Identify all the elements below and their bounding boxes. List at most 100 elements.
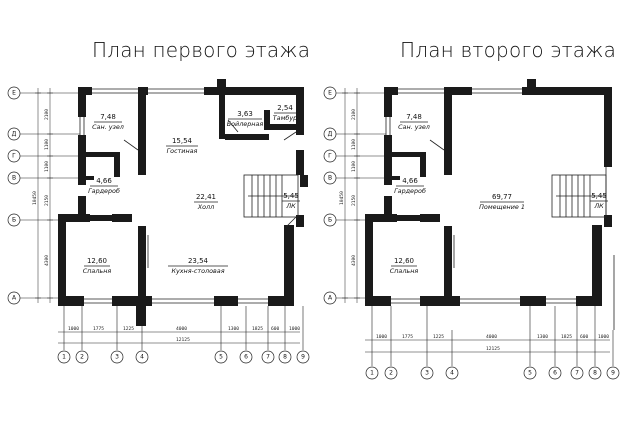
room-area: 12,60 [394,257,414,265]
room-area: 12,60 [87,257,107,265]
plan-title-second-floor: План второго этажа [400,38,617,62]
col-axis: 1 [370,370,374,377]
horizontal-dimension-chain: 1000 1775 1225 4000 1300 1825 600 1000 1… [365,306,614,366]
room-name: Сан. узел [92,123,124,131]
row-axis-g: Г [12,153,16,160]
horizontal-dimension-chain: 1000 1775 1225 4000 1300 1825 600 1000 1… [58,306,304,350]
first-floor-plan: 2100 1100 1100 2150 4300 10450 Е Д Г В Б… [7,79,310,364]
vertical-dimension-chain: 2100 1100 1100 2150 4300 10450 [32,88,53,303]
horizontal-dim: 1000 [598,334,609,340]
col-axis: 3 [425,370,429,377]
col-axis: 6 [244,354,248,361]
room-name: Гардероб [88,187,120,195]
first-floor-openings [79,88,299,304]
room-name: Бойлерная [227,120,264,128]
row-axis-d: Д [12,131,17,138]
room-area: 3,63 [237,110,253,118]
col-axis: 3 [115,354,119,361]
room-name: Гардероб [394,187,426,195]
col-axis: 4 [140,354,144,361]
second-floor-plan: 2100 1100 1100 2150 4300 10450 Е Д Г В Б… [323,79,620,380]
col-axis: 8 [283,354,287,361]
column-axis-bubbles: 1 2 3 4 5 6 7 8 9 [57,350,310,364]
col-axis: 6 [553,370,557,377]
vertical-dim-total: 10450 [32,191,38,205]
horizontal-dim: 1225 [123,326,134,332]
vertical-dim-2: 1100 [44,139,50,150]
room-name: Холл [197,203,214,211]
room-area: 69,77 [492,193,512,201]
col-axis: 9 [301,354,305,361]
room-name: Гостиная [167,147,198,155]
first-floor-room-labels: 7,48 Сан. узел 15,54 Гостиная 3,63 Бойле… [83,104,300,275]
room-name: Спальня [83,267,112,275]
horizontal-dim-total: 12125 [176,337,190,343]
horizontal-dim: 1775 [93,326,104,332]
horizontal-dim: 1825 [252,326,263,332]
room-name: ЛК [593,202,604,210]
row-axis-bubbles: Е Д Г В Б А [323,86,337,305]
horizontal-dim: 4000 [486,334,497,340]
room-name: Спальня [390,267,419,275]
row-axis-b: Б [328,217,332,224]
horizontal-dim: 1000 [376,334,387,340]
horizontal-dim: 4000 [176,326,187,332]
vertical-dimension-chain: 2100 1100 1100 2150 4300 10450 [339,88,360,303]
plan-title-first-floor: План первого этажа [92,38,311,62]
room-area: 22,41 [196,193,216,201]
row-axis-v: В [12,175,16,182]
row-axis-v: В [328,175,332,182]
horizontal-dim: 1225 [433,334,444,340]
second-floor-walls [365,79,612,306]
second-floor-room-labels: 7,48 Сан. узел 4,66 Гардероб 69,77 Помещ… [390,113,608,275]
room-name: Помещение 1 [479,203,525,211]
row-axis-bubbles: Е Д Г В Б А [7,86,21,305]
vertical-dim-5: 4300 [351,255,357,266]
horizontal-dim: 1775 [402,334,413,340]
room-name: Сан. узел [398,123,430,131]
second-floor-openings [385,88,615,330]
room-area: 5,45 [283,192,299,200]
vertical-dim-total: 10450 [339,191,345,205]
row-axis-e: Е [328,90,332,97]
horizontal-dim: 1300 [228,326,239,332]
vertical-dim-4: 2150 [351,195,357,206]
col-axis: 5 [528,370,532,377]
row-axis-a: А [328,295,333,302]
room-area: 5,45 [591,192,607,200]
vertical-dim-3: 1100 [351,161,357,172]
row-axis-g: Г [328,153,332,160]
vertical-dim-2: 1100 [351,139,357,150]
col-axis: 2 [80,354,84,361]
horizontal-dim: 1000 [289,326,300,332]
vertical-dim-4: 2150 [44,195,50,206]
room-area: 15,54 [172,137,193,145]
vertical-dim-3: 1100 [44,161,50,172]
horizontal-dim: 1825 [561,334,572,340]
horizontal-dim: 600 [580,334,589,340]
room-area: 7,48 [406,113,422,121]
room-name: Кухня-столовая [171,267,224,275]
horizontal-dim-total: 12125 [486,346,500,352]
col-axis: 5 [219,354,223,361]
room-area: 23,54 [188,257,209,265]
first-floor-walls [58,79,308,326]
col-axis: 2 [389,370,393,377]
room-area: 4,66 [96,177,112,185]
vertical-dim-1: 2100 [44,109,50,120]
vertical-dim-1: 2100 [351,109,357,120]
horizontal-dim: 600 [271,326,280,332]
room-area: 7,48 [100,113,116,121]
column-axis-bubbles: 1 2 3 4 5 6 7 8 9 [365,366,620,380]
room-name: Тамбур [273,114,297,122]
col-axis: 9 [611,370,615,377]
col-axis: 4 [450,370,454,377]
row-axis-d: Д [328,131,333,138]
col-axis: 1 [62,354,66,361]
row-axis-a: А [12,295,17,302]
col-axis: 7 [575,370,579,377]
horizontal-dim: 1300 [537,334,548,340]
room-name: ЛК [285,202,296,210]
room-area: 2,54 [277,104,293,112]
